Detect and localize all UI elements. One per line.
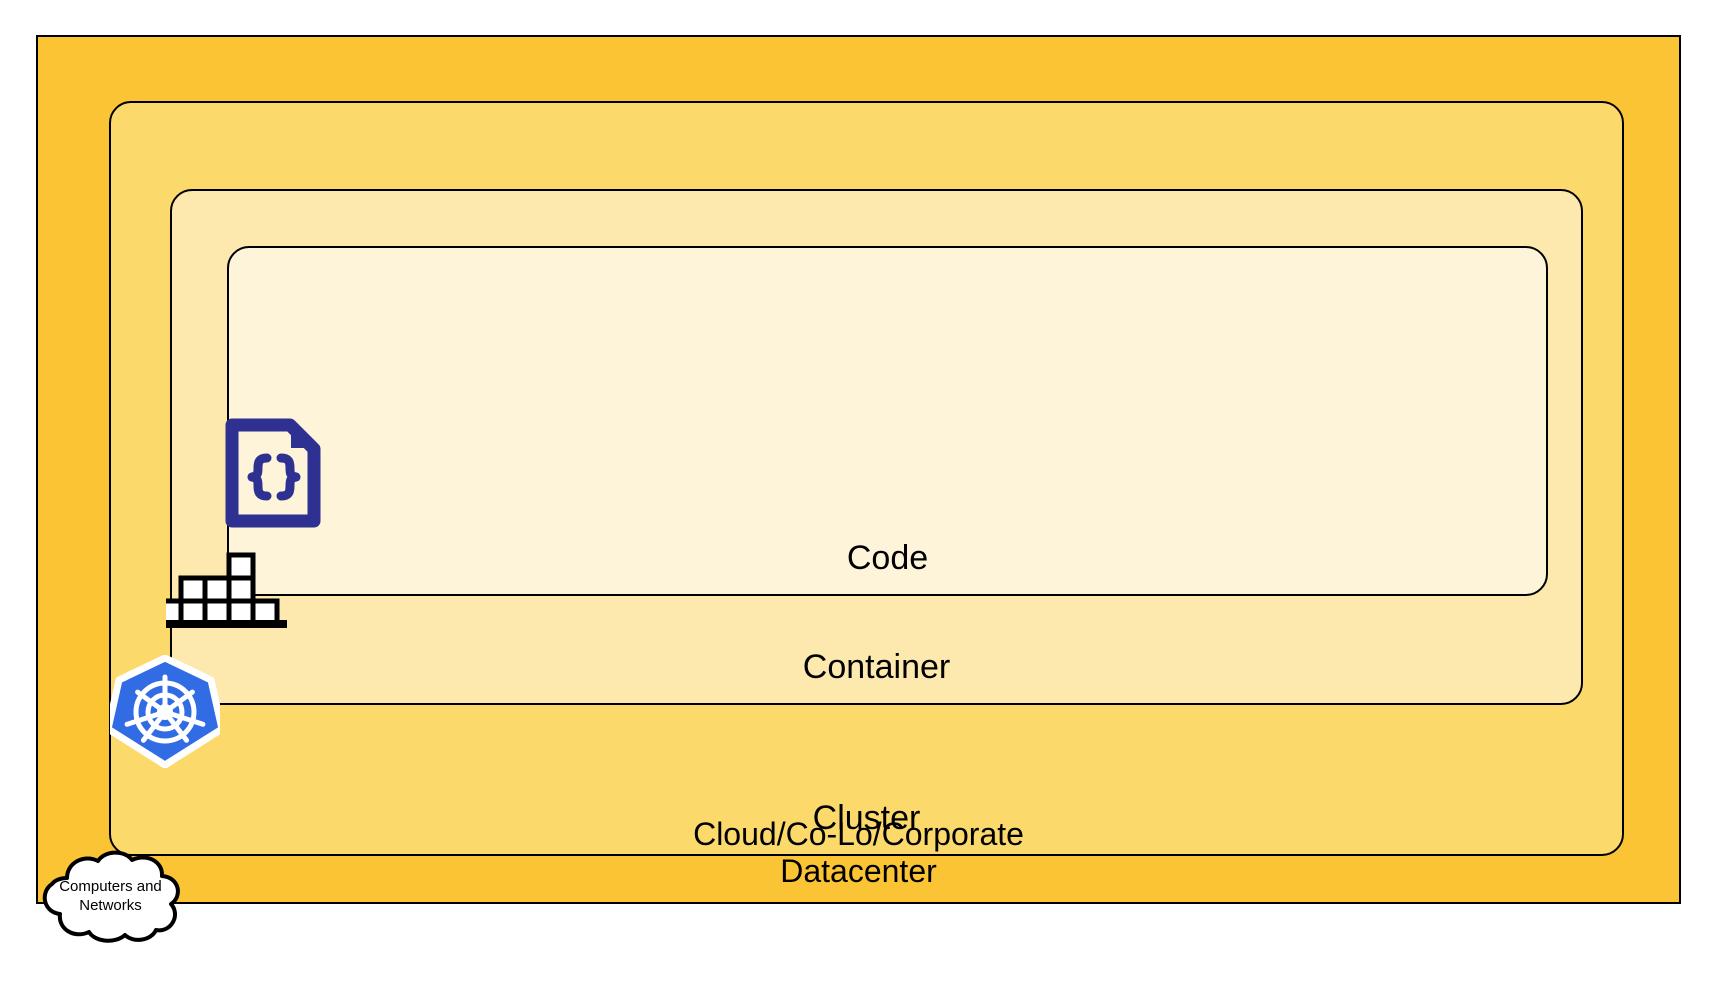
layer-datacenter-label: Cloud/Co-Lo/Corporate Datacenter	[38, 816, 1679, 890]
layer-datacenter[interactable]: Code Container Cluster Cloud/Co-Lo/Corpo…	[36, 35, 1681, 904]
layer-cluster[interactable]: Code Container Cluster	[109, 101, 1624, 856]
cloud-callout[interactable]: Computers and Networks	[33, 848, 188, 944]
layer-container-label: Container	[802, 647, 951, 686]
layer-cluster-label: Cluster	[812, 798, 921, 837]
layer-datacenter-label-line1: Cloud/Co-Lo/Corporate	[693, 816, 1024, 853]
layer-code-label: Code	[846, 538, 929, 577]
layer-datacenter-label-line2: Datacenter	[780, 853, 937, 890]
code-document-icon	[222, 415, 324, 531]
container-boxes-icon	[154, 552, 291, 628]
layer-container[interactable]: Code Container	[170, 189, 1583, 705]
kubernetes-logo-icon	[104, 654, 226, 769]
layer-code[interactable]: Code	[227, 246, 1548, 596]
